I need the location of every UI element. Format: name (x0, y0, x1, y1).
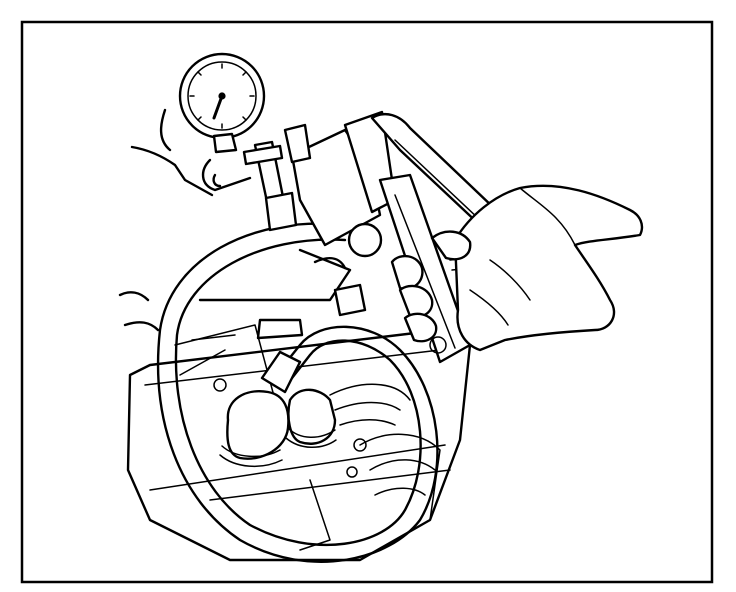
spark-plugs (179, 334, 337, 468)
gauge-fitting (201, 140, 298, 232)
left-hand (118, 108, 214, 332)
right-hand (390, 184, 644, 352)
pressure-gauge (178, 52, 266, 154)
figure-frame (20, 20, 714, 584)
gauge-needle (212, 94, 224, 120)
gauge-hose (156, 222, 439, 563)
